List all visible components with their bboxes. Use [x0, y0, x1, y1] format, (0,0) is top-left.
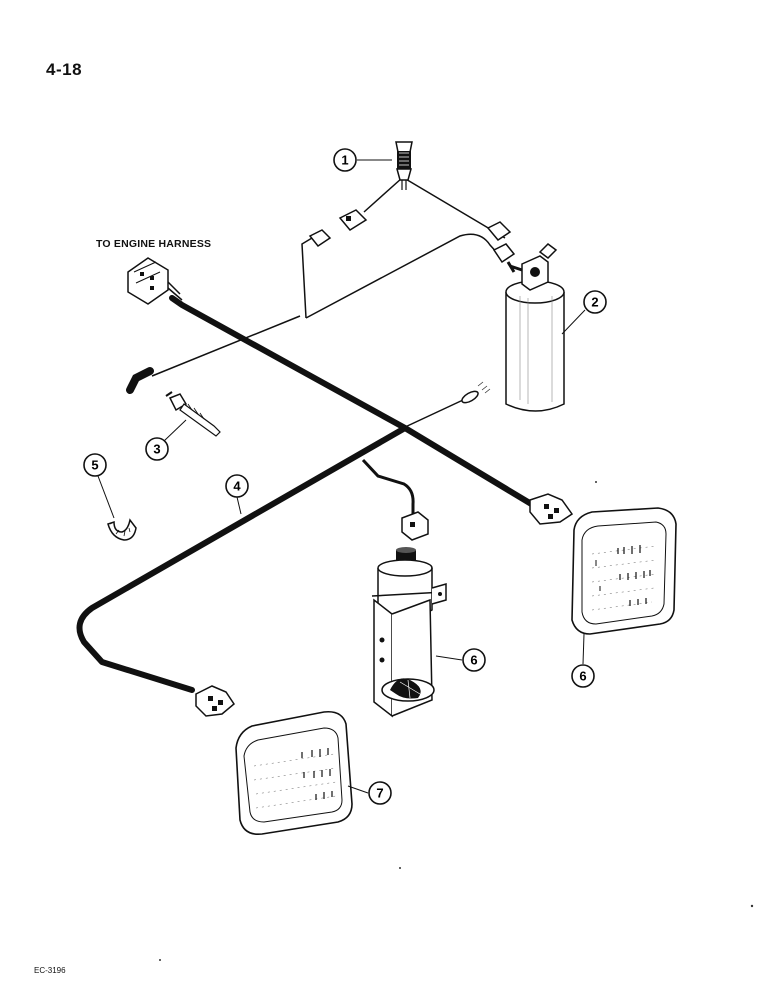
- sender-wire: [151, 315, 301, 377]
- switch-pigtail-wire: [363, 177, 506, 239]
- callout-leader-7: [97, 475, 115, 519]
- print-specks: [159, 481, 754, 961]
- callout-leader-2: [163, 419, 187, 442]
- callout-5: 6: [462, 648, 486, 672]
- callout-1-number: 4: [233, 479, 241, 494]
- horn-connector: [401, 511, 429, 541]
- horn-branch-wire: [361, 458, 415, 518]
- callout-7-number: 5: [91, 458, 98, 473]
- callout-4: 1: [333, 148, 357, 172]
- harness-clamp: [107, 518, 137, 541]
- callout-leader-3: [561, 309, 586, 335]
- callout-2: 3: [145, 437, 169, 461]
- engine-harness-label: TO ENGINE HARNESS: [96, 238, 212, 250]
- ground-terminal: [461, 381, 491, 404]
- engine-harness-connector: [127, 257, 183, 305]
- callout-leader-6-right: [582, 633, 585, 665]
- callout-6-right-number: 6: [579, 669, 586, 684]
- switch-branch-wire: [301, 237, 313, 319]
- callout-leader-6-left: [347, 785, 369, 794]
- left-light-connector: [195, 685, 235, 717]
- callout-7: 5: [83, 453, 107, 477]
- callout-6-right: 6: [571, 664, 595, 688]
- switch-connector-mate: [308, 229, 332, 248]
- right-light-connector: [529, 493, 574, 525]
- callout-4-number: 1: [341, 153, 348, 168]
- receiver-drier-connector: [486, 221, 516, 264]
- callout-6-left-number: 7: [376, 786, 383, 801]
- receiver-drier: [505, 243, 565, 412]
- pressure-switch: [395, 141, 413, 190]
- temperature-sender: [165, 391, 221, 437]
- horn: [371, 547, 447, 718]
- callout-leader-5: [435, 655, 463, 661]
- callout-6-left: 7: [368, 781, 392, 805]
- callout-2-number: 3: [153, 442, 160, 457]
- figure-code: EC-3196: [34, 966, 66, 975]
- page-number: 4-18: [46, 60, 83, 79]
- receiver-drier-wire: [305, 233, 501, 319]
- ground-wire: [402, 399, 464, 429]
- callout-leader-1: [236, 496, 242, 515]
- callout-3: 2: [583, 290, 607, 314]
- right-work-light: [571, 507, 677, 635]
- main-harness-cable: [169, 295, 536, 508]
- callout-3-number: 2: [591, 295, 598, 310]
- switch-connector: [338, 209, 368, 231]
- sender-boot: [126, 367, 154, 394]
- left-work-light: [235, 710, 353, 836]
- harness-cable-1: [76, 425, 408, 693]
- callout-5-number: 6: [470, 653, 477, 668]
- callout-1: 4: [225, 474, 249, 498]
